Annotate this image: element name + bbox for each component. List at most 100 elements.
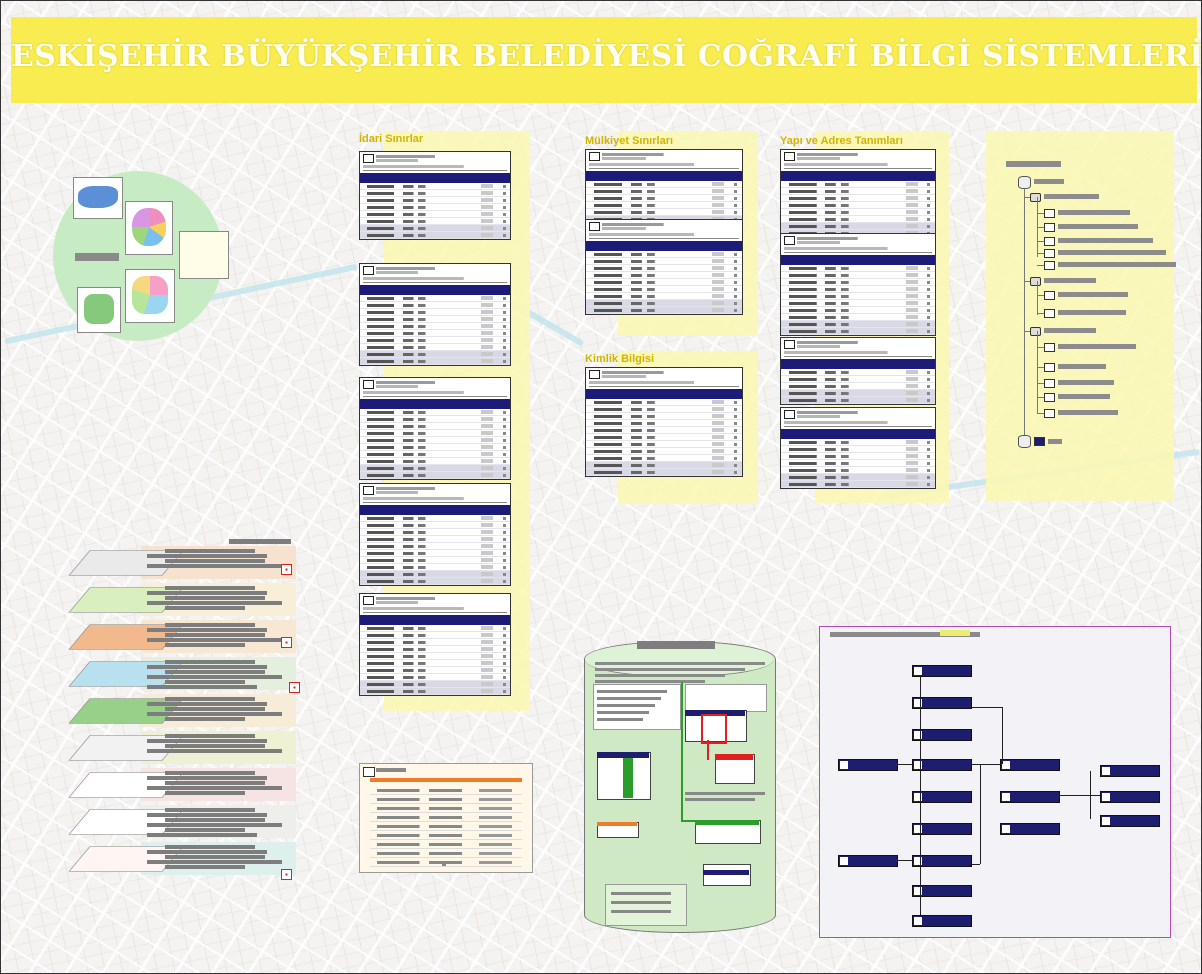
table-header-row: [597, 752, 649, 758]
feature-class-icon: [1044, 309, 1055, 318]
table-row: [586, 455, 742, 462]
legend-row: [370, 813, 522, 822]
table-row: [360, 416, 510, 423]
table-row: [781, 439, 935, 446]
tree-item-label: [1058, 238, 1153, 243]
table-row: [586, 209, 742, 216]
section-title-yapi: Yapı ve Adres Tanımları: [780, 135, 903, 147]
table-row: [360, 218, 510, 225]
table-row: [586, 188, 742, 195]
table-header-row: [360, 285, 510, 295]
entity-node: [1100, 765, 1160, 777]
table-caption: [797, 410, 932, 419]
text-line: [597, 711, 649, 714]
tree-connector: [1037, 227, 1044, 228]
table-row: [781, 481, 935, 488]
text-line: [165, 771, 255, 775]
table-header-row: [703, 870, 749, 875]
table-row: [360, 557, 510, 564]
table-row: [360, 564, 510, 571]
table-icon: [589, 152, 600, 161]
text-line: [165, 845, 255, 849]
table-row: [781, 188, 935, 195]
table-row: [586, 406, 742, 413]
table-header-row: [597, 822, 637, 826]
table-icon: [784, 340, 795, 349]
tree-connector: [1025, 331, 1030, 332]
relation-line: [707, 740, 709, 760]
table-row: [781, 446, 935, 453]
table-caption: [602, 222, 739, 231]
entity-node: [912, 759, 972, 771]
attribute-table: [359, 377, 511, 480]
text-line: [147, 833, 257, 837]
table-row: [781, 467, 935, 474]
table-row: [586, 441, 742, 448]
entity-node: [912, 697, 972, 709]
text-line: [147, 850, 267, 854]
table-row: [781, 195, 935, 202]
table-icon: [589, 370, 600, 379]
map-marker-icon: [281, 637, 292, 648]
tree-item-label: [1058, 410, 1118, 415]
table-icon: [784, 152, 795, 161]
text-line: [685, 798, 755, 801]
map-marker-icon: [289, 682, 300, 693]
table-row: [360, 423, 510, 430]
tree-item-label: [1044, 328, 1096, 333]
tree-item-label: [1058, 310, 1126, 315]
feature-class-icon: [1044, 237, 1055, 246]
entity-node: [1100, 815, 1160, 827]
table-row: [586, 462, 742, 469]
entity-node: [838, 855, 898, 867]
legend-row: [370, 822, 522, 831]
table-row: [586, 427, 742, 434]
relation-line: [1002, 707, 1003, 764]
tree-item-label: [1058, 292, 1128, 297]
layer-description: [147, 659, 287, 690]
table-icon: [784, 236, 795, 245]
tree-connector: [1037, 367, 1044, 368]
relation-line: [1060, 795, 1100, 796]
table-row: [360, 302, 510, 309]
text-line: [597, 718, 643, 721]
attribute-table: [780, 337, 936, 405]
table-row: [586, 293, 742, 300]
table-row: [781, 181, 935, 188]
table-header-row: [586, 241, 742, 251]
district-map-thumbnail: [179, 231, 229, 279]
table-row: [781, 300, 935, 307]
table-row: [586, 434, 742, 441]
table-row: [586, 399, 742, 406]
table-row: [586, 195, 742, 202]
attribute-table: [585, 367, 743, 477]
table-icon: [363, 767, 375, 777]
table-row: [360, 681, 510, 688]
text-line: [595, 668, 745, 671]
table-header-row: [360, 505, 510, 515]
table-row: [586, 420, 742, 427]
table-row: [360, 183, 510, 190]
feature-dataset-icon: [1030, 327, 1041, 336]
table-row: [781, 460, 935, 467]
text-line: [595, 662, 765, 665]
section-title-kimlik: Kimlik Bilgisi: [585, 353, 655, 365]
table-row: [360, 646, 510, 653]
relation-line: [681, 682, 683, 822]
table-row: [781, 397, 935, 404]
table-row: [781, 223, 935, 230]
table-row: [586, 272, 742, 279]
map-marker-icon: [281, 869, 292, 880]
table-row: [360, 197, 510, 204]
table-row: [360, 674, 510, 681]
entity-node: [912, 855, 972, 867]
tree-item-label: [1058, 344, 1136, 349]
table-caption: [376, 380, 507, 389]
legend-row: [370, 804, 522, 813]
table-row: [360, 543, 510, 550]
table-row: [781, 321, 935, 328]
feature-class-icon: [1044, 249, 1055, 258]
feature-dataset-icon: [1030, 277, 1041, 286]
legend-table: [359, 763, 533, 873]
table-row: [781, 272, 935, 279]
